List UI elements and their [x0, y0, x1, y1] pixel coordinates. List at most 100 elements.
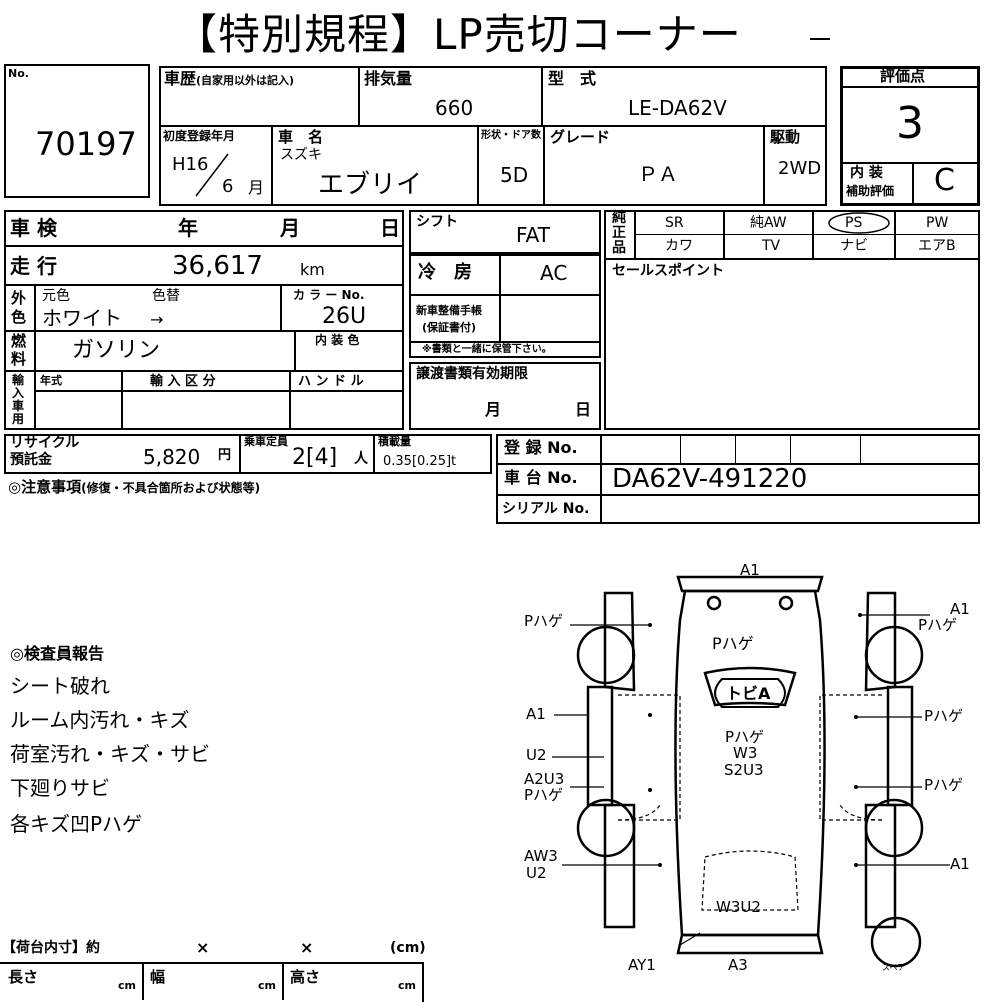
equip-leather: カワ [665, 238, 693, 254]
diag-right-4: Pハゲ [924, 776, 964, 794]
interior-label-1: 内 装 [850, 165, 883, 181]
diag-left-6: AW3 [524, 847, 558, 865]
exterior-arrow: → [150, 310, 164, 329]
equip-airbag: エアB [918, 238, 956, 254]
score-value: 3 [896, 98, 924, 149]
inspection-day: 日 [380, 216, 400, 240]
exterior-side-2: 色 [11, 308, 27, 326]
diag-bottom-1: AY1 [628, 956, 656, 974]
recycle-value: 5,820 [143, 445, 201, 469]
first-reg-month: 6 [222, 176, 234, 197]
damage-diagram [552, 575, 950, 968]
diag-top: A1 [740, 561, 760, 579]
import-year-label: 年式 [40, 374, 62, 387]
score-label: 評価点 [880, 67, 926, 85]
diag-spare: スペア [882, 963, 906, 972]
diag-center-1: Pハゲ [725, 728, 765, 746]
cargo-unit: (cm) [390, 940, 426, 956]
color-no-value: 26U [322, 304, 367, 329]
grade-value: ＰＡ [638, 162, 678, 186]
diag-left-1: Pハゲ [524, 612, 564, 630]
diag-left-4: A2U3 [524, 770, 565, 788]
inspection-label: 車 検 [10, 216, 57, 240]
title-dash [810, 38, 830, 40]
shift-value: FAT [516, 223, 551, 247]
transfer-month: 月 [485, 400, 502, 419]
serial-label: シリアル No. [502, 501, 590, 517]
equip-navi: ナビ [840, 238, 868, 254]
stock-number-label: No. [8, 67, 29, 80]
equip-sr: SR [665, 215, 684, 231]
inspector-item: ルーム内汚れ・キズ [10, 708, 190, 732]
import-side-1: 輸 [12, 373, 25, 387]
first-reg-label: 初度登録年月 [163, 129, 236, 143]
equip-side-2: 正 [612, 225, 626, 241]
exterior-side-1: 外 [11, 289, 27, 307]
recycle-label-1: リサイクル [10, 435, 80, 451]
diag-right-1: A1 [950, 600, 970, 618]
diag-left-7: U2 [526, 864, 547, 882]
doors-label: 形状・ドア数 [481, 130, 541, 141]
import-side-3: 車 [12, 399, 25, 413]
sales-point-label: セールスポイント [612, 263, 724, 279]
mileage-unit: km [300, 260, 325, 279]
capacity-value: 2[4] [292, 445, 338, 470]
cargo-width-unit: cm [258, 979, 276, 992]
displacement-value: 660 [435, 96, 474, 120]
equip-tv: TV [762, 238, 781, 254]
fuel-value: ガソリン [72, 338, 161, 363]
inspector-item: 下廻りサビ [10, 776, 110, 800]
load-label: 積載量 [378, 435, 411, 448]
inspector-item: 各キズ凹Pハゲ [10, 812, 143, 836]
manual-box [409, 294, 601, 358]
drive-value: 2WD [778, 158, 822, 179]
exterior-change-label: 色替 [152, 288, 180, 304]
mileage-label: 走 行 [10, 254, 57, 278]
import-side-4: 用 [12, 412, 25, 426]
inspection-grid [4, 210, 404, 430]
first-reg-slash [195, 153, 229, 197]
cargo-length-label: 長さ [8, 968, 39, 986]
notes-label: ◎注意事項(修復・不具合箇所および状態等) [8, 478, 261, 496]
grade-label: グレード [550, 128, 611, 146]
exterior-color-value: ホワイト [42, 306, 122, 330]
fuel-side-2: 料 [11, 350, 27, 368]
fuel-side-1: 燃 [11, 332, 27, 350]
equipment-grid [604, 210, 980, 430]
equip-side-3: 品 [612, 240, 626, 256]
import-handle-label: ハ ン ド ル [298, 374, 364, 389]
registration-label: 登 録 No. [504, 438, 578, 457]
shift-box [409, 210, 601, 254]
inspector-item: シート破れ [10, 674, 110, 698]
score-box [840, 66, 980, 206]
recycle-row [4, 434, 492, 474]
inspection-year: 年 [178, 216, 198, 240]
mileage-value: 36,617 [172, 251, 263, 281]
chassis-value: DA62V-491220 [612, 464, 808, 494]
equip-aw: 純AW [750, 215, 787, 231]
model-code-label: 型 式 [548, 69, 597, 88]
inspector-item: 荷室汚れ・キズ・サビ [10, 742, 210, 766]
diag-bottom-2: A3 [728, 956, 748, 974]
inspector-label: ◎検査員報告 [10, 644, 104, 663]
interior-value: C [934, 163, 955, 198]
equip-ps: PS [845, 215, 863, 231]
inspection-month: 月 [280, 216, 300, 240]
first-reg-month-unit: 月 [248, 178, 265, 197]
equip-ps-circle [828, 212, 890, 234]
stock-number-value: 70197 [35, 125, 137, 163]
first-reg-year: H16 [172, 154, 209, 175]
diag-rear: W3U2 [716, 898, 761, 916]
diag-tobi: トビA [726, 684, 771, 703]
equip-pw: PW [926, 215, 949, 231]
transfer-box [409, 362, 601, 430]
manual-label-2: (保証書付) [422, 321, 477, 334]
import-category-label: 輸 入 区 分 [150, 374, 216, 389]
diag-right-3: Pハゲ [924, 707, 964, 725]
capacity-unit: 人 [354, 451, 368, 467]
transfer-day: 日 [575, 400, 592, 419]
interior-label-2: 補助評価 [846, 184, 895, 198]
cargo-x1: × [196, 938, 210, 957]
diag-left-3: U2 [526, 746, 547, 764]
aircon-value: AC [540, 261, 568, 285]
